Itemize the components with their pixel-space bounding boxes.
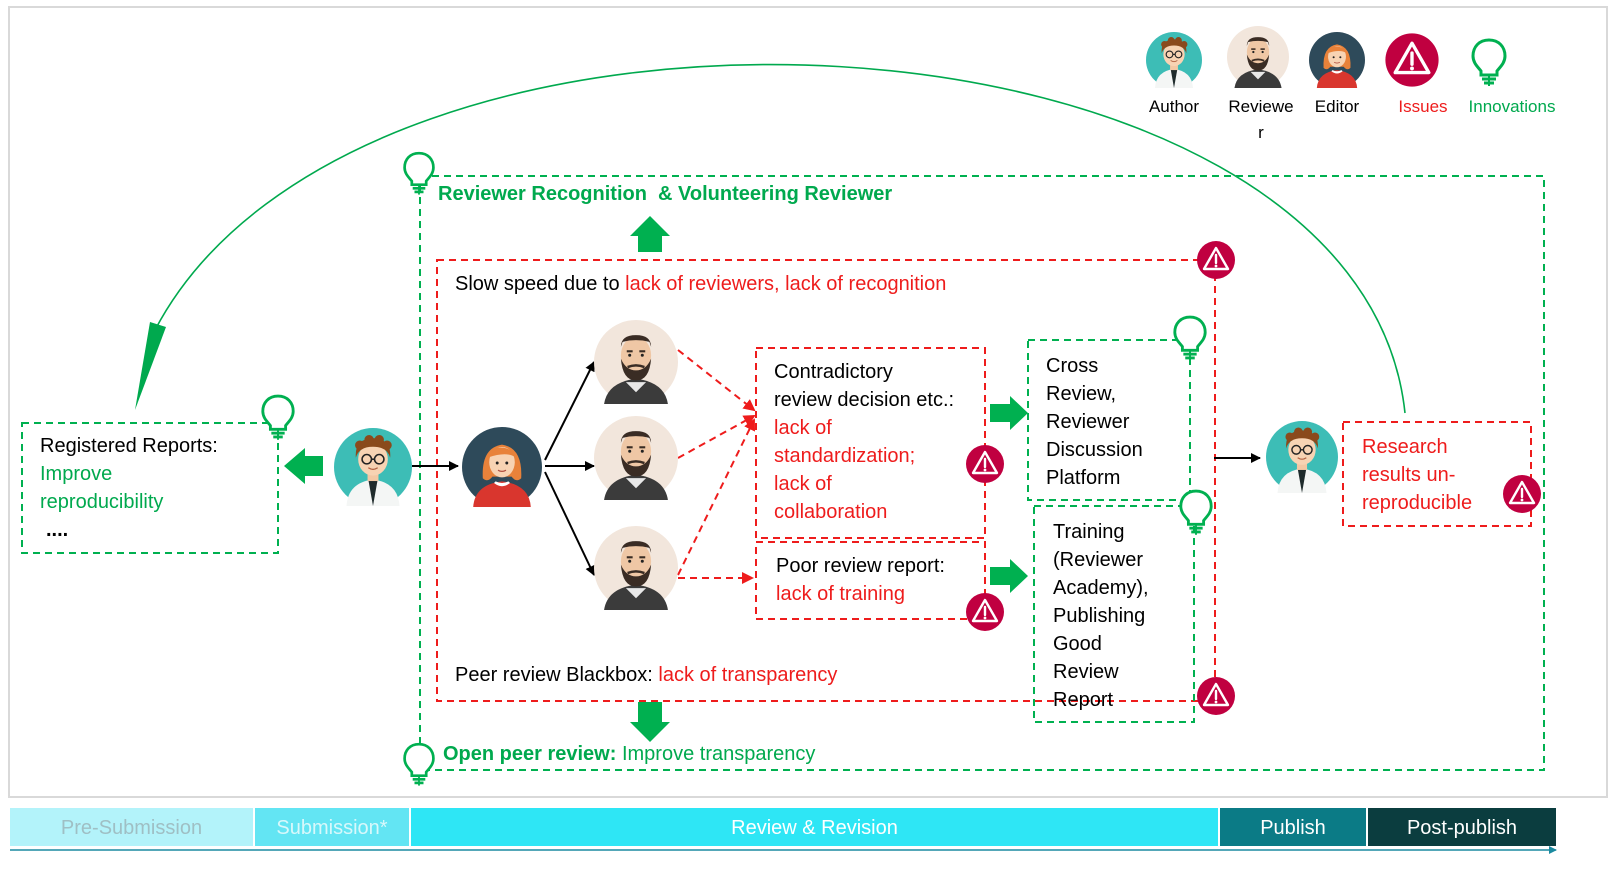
research-l3: reproducible <box>1362 492 1473 514</box>
issue-outer-box <box>436 259 1216 702</box>
issue-speed-text: Slow speed due to lack of reviewers, lac… <box>455 270 946 298</box>
registered-reports-more: .... <box>46 519 69 541</box>
contradictory-r2: standardization; <box>774 445 916 467</box>
contradictory-r3: lack of <box>774 473 832 495</box>
legend-author-icon <box>1146 32 1202 88</box>
stage-review-revision: Review & Revision <box>411 808 1218 846</box>
cross-review-l2: Review, <box>1046 383 1117 405</box>
reviewer-2-icon <box>594 416 678 500</box>
training-l4: Publishing <box>1053 605 1146 627</box>
poor-report-text: Poor review report: lack of training <box>776 552 945 608</box>
issue-blackbox-issue: lack of transparency <box>658 664 838 686</box>
open-peer-review-desc: Improve transparency <box>621 743 816 765</box>
legend-reviewer-icon <box>1227 26 1289 88</box>
feedback-arc-head <box>135 322 166 410</box>
research-l2: results un- <box>1362 464 1456 486</box>
legend-issues-label: Issues <box>1398 97 1448 116</box>
legend-editor-icon <box>1309 32 1365 88</box>
green-arrow-cross <box>990 396 1028 430</box>
issue-blackbox-text: Peer review Blackbox: lack of transparen… <box>455 661 837 689</box>
training-l3: Academy), <box>1053 577 1149 599</box>
arrow-editor-reviewer3 <box>544 471 595 576</box>
training-l7: Report <box>1053 689 1114 711</box>
contradictory-text: Contradictory review decision etc.: lack… <box>774 358 954 526</box>
innovation-icon-registered <box>261 394 295 441</box>
training-box <box>1033 505 1195 723</box>
training-l5: Good <box>1053 633 1102 655</box>
author-icon <box>334 428 412 506</box>
cross-review-l4: Discussion <box>1046 439 1143 461</box>
green-arrow-left <box>284 448 323 484</box>
cross-review-l3: Reviewer <box>1046 411 1130 433</box>
issue-icon-poor-report <box>965 592 1005 632</box>
issue-speed-issue: lack of reviewers, lack of recognition <box>625 273 947 295</box>
contradictory-box <box>755 347 986 539</box>
open-peer-review-title: Open peer review: <box>443 743 617 765</box>
poor-report-box <box>755 541 986 620</box>
contradictory-l1: Contradictory <box>774 361 893 383</box>
poor-report-r1: lack of training <box>776 583 905 605</box>
training-l2: (Reviewer <box>1053 549 1144 571</box>
contradictory-l2: review decision etc.: <box>774 389 955 411</box>
red-arrow-r3-top <box>677 418 755 576</box>
cross-review-text: Cross Review, Reviewer Discussion Platfo… <box>1046 352 1143 492</box>
feedback-arc <box>154 63 1406 414</box>
issue-blackbox-prefix: Peer review Blackbox: <box>455 664 659 686</box>
stage-pre-submission: Pre-Submission <box>10 808 253 846</box>
innovation-icon-training <box>1179 489 1213 536</box>
editor-icon <box>462 427 542 507</box>
poor-report-l1: Poor review report: <box>776 555 945 577</box>
cross-review-box <box>1027 339 1191 501</box>
research-box <box>1342 421 1532 527</box>
registered-reports-line2: reproducibility <box>40 491 164 513</box>
arrow-editor-reviewer1 <box>544 361 595 461</box>
legend-author-label: Author <box>1148 97 1200 116</box>
red-arrow-r1 <box>677 349 756 412</box>
research-l1: Research <box>1362 436 1448 458</box>
stage-publish: Publish <box>1220 808 1366 846</box>
reviewer-1-icon <box>594 320 678 404</box>
legend-editor-label: Editor <box>1314 97 1360 116</box>
legend-issues-icon <box>1384 32 1440 88</box>
cross-review-l5: Platform <box>1046 467 1121 489</box>
training-text: Training (Reviewer Academy), Publishing … <box>1053 518 1149 714</box>
diagram-frame <box>8 6 1608 798</box>
issue-icon-speed <box>1196 240 1236 280</box>
reviewer-3-icon <box>594 526 678 610</box>
issue-icon-research <box>1502 474 1542 514</box>
registered-reports-text: Registered Reports: Improve reproducibil… <box>40 432 218 544</box>
green-arrow-down <box>630 702 670 742</box>
innovation-icon-top <box>403 151 435 196</box>
registered-reports-title: Registered Reports: <box>40 435 218 457</box>
red-arrow-r2 <box>677 415 756 459</box>
innovation-icon-bottom <box>403 742 435 787</box>
issue-icon-blackbox <box>1196 676 1236 716</box>
contradictory-r4: collaboration <box>774 501 888 523</box>
reviewer-recognition-title: Reviewer Recognition & Volunteering Revi… <box>438 183 893 205</box>
stage-submission: Submission* <box>255 808 409 846</box>
green-arrow-training <box>990 559 1028 593</box>
research-text: Research results un- reproducible <box>1362 433 1472 517</box>
stage-post-publish: Post-publish <box>1368 808 1556 846</box>
legend-reviewer-label: Reviewer <box>1228 97 1294 142</box>
innovation-outer-box <box>419 175 1545 771</box>
innovation-icon-cross <box>1173 315 1207 362</box>
issue-icon-contradictory <box>965 444 1005 484</box>
contradictory-r1: lack of <box>774 417 832 439</box>
published-author-icon <box>1266 420 1338 494</box>
training-l1: Training <box>1053 521 1125 543</box>
open-peer-review-label: Open peer review: Improve transparency <box>443 740 815 768</box>
registered-reports-line1: Improve <box>40 463 113 485</box>
issue-speed-prefix: Slow speed due to <box>455 273 626 295</box>
legend-innovations-label: Innovations <box>1468 97 1556 116</box>
cross-review-l1: Cross <box>1046 355 1099 377</box>
training-l6: Review <box>1053 661 1119 683</box>
green-arrow-up <box>630 216 670 252</box>
legend-innovations-icon <box>1471 38 1507 88</box>
